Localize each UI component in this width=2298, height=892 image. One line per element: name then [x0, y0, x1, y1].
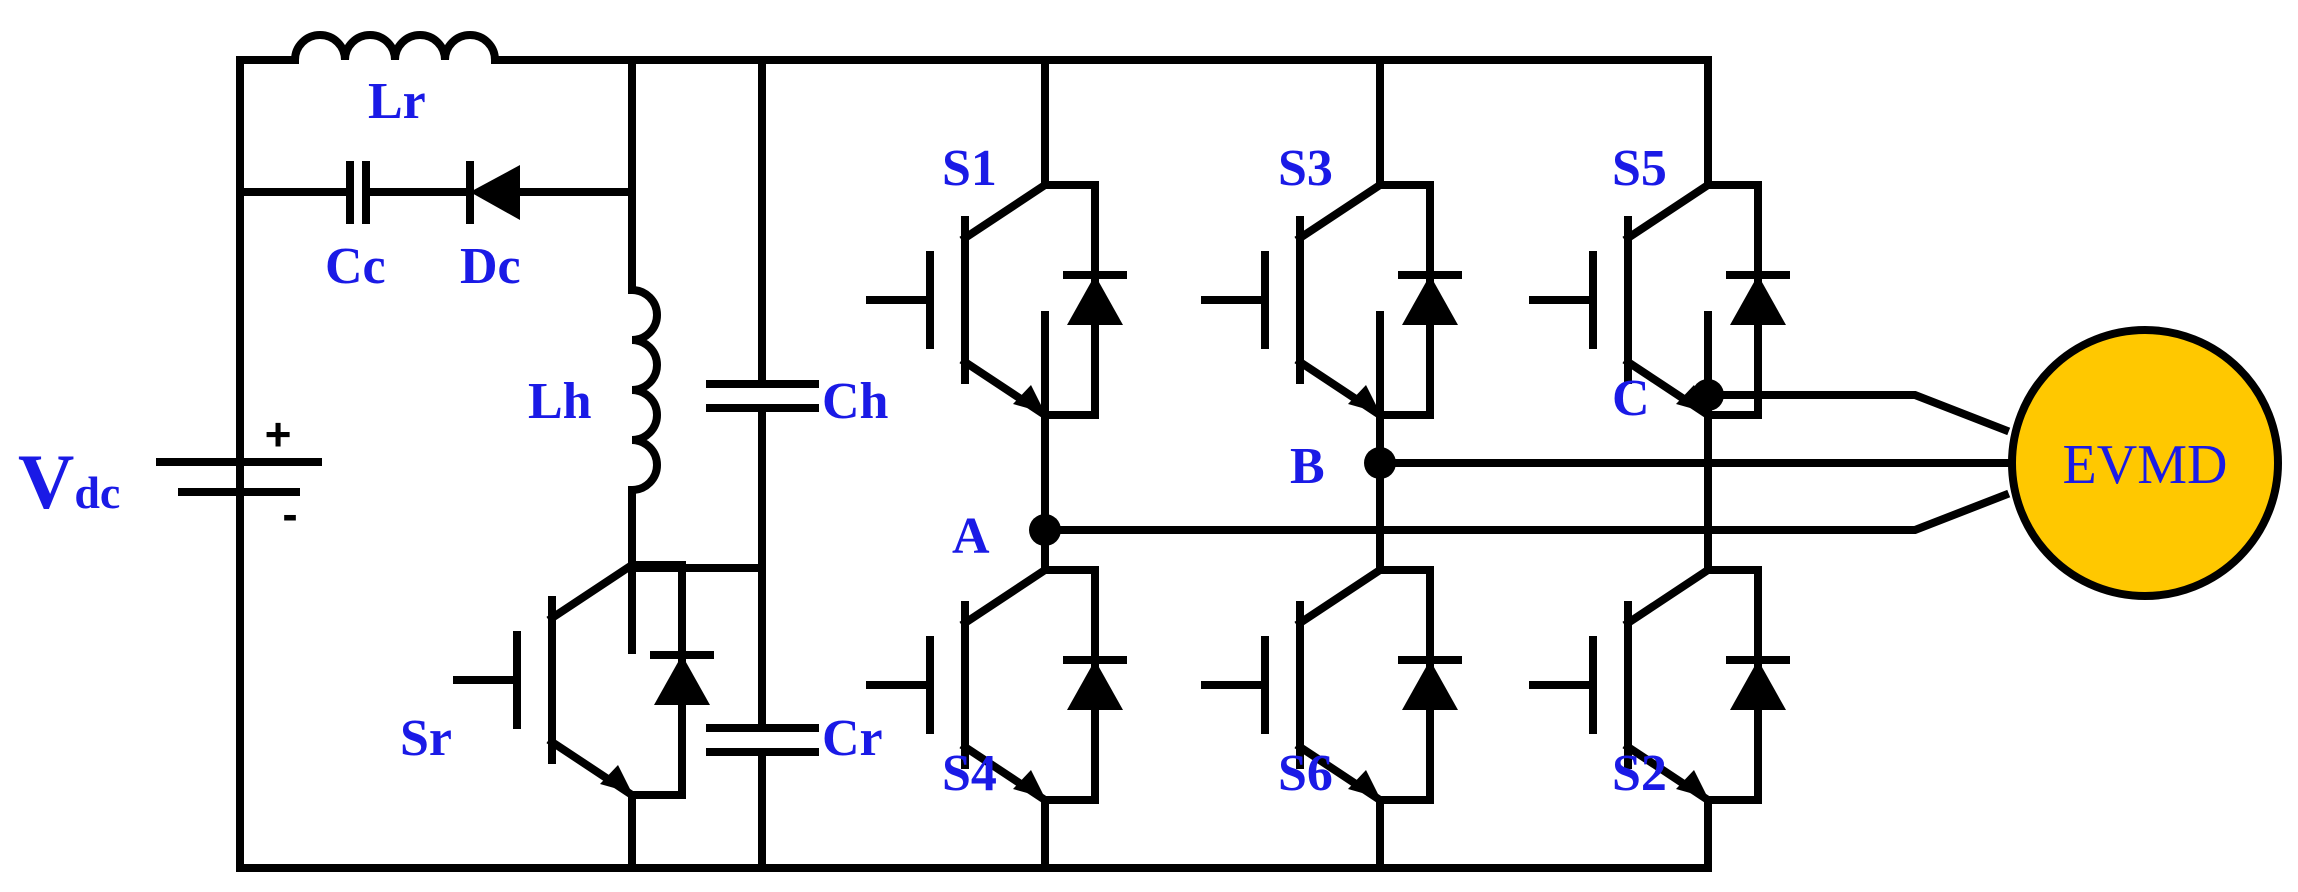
label-node-c: C: [1612, 370, 1650, 427]
igbt-sr: [457, 550, 710, 810]
motor-evmd: [2008, 326, 2282, 600]
capacitor-ch: [706, 380, 819, 412]
battery-plus: +: [265, 408, 292, 460]
label-s4: S4: [942, 745, 997, 802]
diode-dc: [470, 165, 520, 220]
label-ch: Ch: [822, 373, 889, 430]
label-node-b: B: [1290, 438, 1325, 495]
label-dc: Dc: [460, 238, 521, 295]
node-c-dot: [1692, 379, 1724, 411]
node-b-dot: [1364, 447, 1396, 479]
label-cr: Cr: [822, 710, 883, 767]
inductor-lr: [290, 31, 500, 65]
label-lr: Lr: [368, 73, 426, 130]
label-s3: S3: [1278, 140, 1333, 197]
capacitor-cr: [706, 724, 819, 756]
battery-vdc: [156, 458, 322, 496]
label-s5: S5: [1612, 140, 1667, 197]
label-s2: S2: [1612, 745, 1667, 802]
capacitor-cc: [346, 161, 370, 224]
label-lh: Lh: [528, 373, 592, 430]
node-a-dot: [1029, 514, 1061, 546]
label-s1: S1: [942, 140, 997, 197]
inductor-lh: [627, 285, 661, 495]
igbt-s1: [870, 170, 1123, 430]
motor-label: EVMD: [2063, 434, 2228, 496]
label-node-a: A: [952, 508, 990, 565]
label-s6: S6: [1278, 745, 1333, 802]
igbt-s3: [1205, 170, 1458, 430]
label-sr: Sr: [400, 710, 452, 767]
label-cc: Cc: [325, 238, 386, 295]
label-vdc: Vdc: [18, 438, 120, 525]
battery-minus: -: [282, 488, 297, 540]
